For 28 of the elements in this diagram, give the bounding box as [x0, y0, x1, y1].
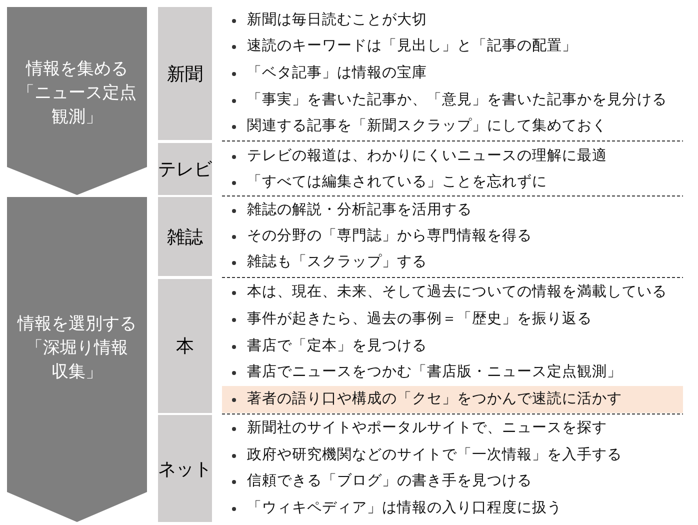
bullet-item: 書店で「定本」を見つける — [222, 332, 683, 360]
bullet-item: 事件が起きたら、過去の事例＝「歴史」を振り返る — [222, 306, 683, 333]
bullet-item: 「事実」を書いた記事か、「意見」を書いた記事かを見分ける — [222, 86, 683, 114]
stage-subheading: 「深堀り情報収集」 — [25, 337, 129, 384]
bullet-item: テレビの報道は、わかりにくいニュースの理解に最適 — [222, 142, 683, 170]
stage-subheading: 「ニュース定点観測」 — [16, 82, 138, 129]
bullet-item: 「ベタ記事」は情報の宝庫 — [222, 60, 683, 87]
bullet-item: 書店でニュースをつかむ「書店版・ニュース定点観測」 — [222, 359, 683, 386]
bullet-item: 本は、現在、未来、そして過去についての情報を満載している — [222, 278, 683, 306]
category-box: 雑誌 — [158, 197, 212, 276]
bullet-item: 政府や研究機関などのサイトで「一次情報」を入手する — [222, 442, 683, 469]
bullet-item: 信頼できる「ブログ」の書き手を見つける — [222, 468, 683, 496]
stage-heading: 情報を集める — [24, 58, 129, 81]
category-box: ネット — [158, 415, 212, 522]
bullet-item: 関連する記事を「新聞スクラップ」にして集めておく — [222, 113, 683, 140]
bullet-item: 「ウィキペディア」は情報の入り口程度に扱う — [222, 495, 683, 522]
bullet-item: その分野の「専門誌」から専門情報を得る — [222, 223, 683, 250]
bullet-item: 速読のキーワードは「見出し」と「記事の配置」 — [222, 33, 683, 60]
bullet-item: 新聞は毎日読むことが大切 — [222, 6, 683, 34]
stage-heading: 情報を選別する — [16, 313, 138, 336]
bullet-item: 新聞社のサイトやポータルサイトで、ニュースを探す — [222, 414, 683, 442]
bullet-item: 「すべては編集されている」ことを忘れずに — [222, 168, 683, 196]
category-box: 本 — [158, 279, 212, 413]
highlighted-bullet-item: 著者の語り口や構成の「クセ」をつかんで速読に活かす — [222, 386, 683, 414]
category-box: 新聞 — [158, 7, 212, 140]
bullet-item: 雑誌も「スクラップ」する — [222, 249, 683, 276]
category-box: テレビ — [158, 143, 212, 195]
bullet-item: 雑誌の解説・分析記事を活用する — [222, 196, 683, 224]
